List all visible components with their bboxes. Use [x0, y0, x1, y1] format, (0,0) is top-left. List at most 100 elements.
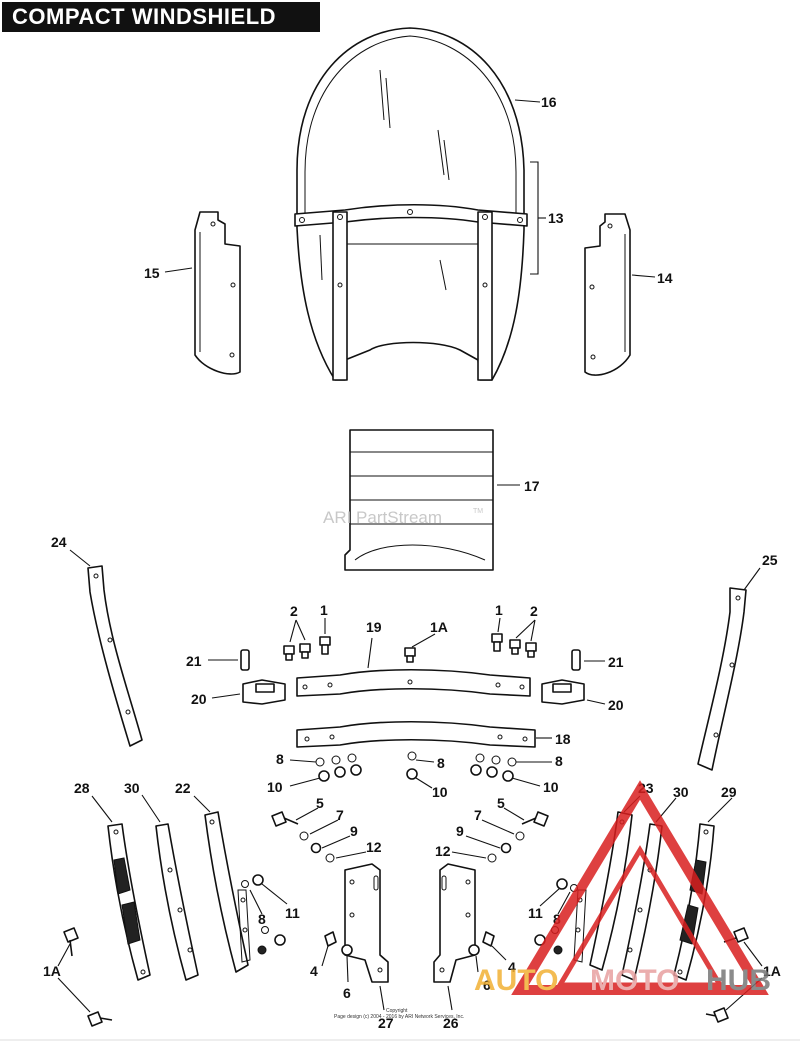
- leader-10-a: [289, 777, 321, 787]
- label-19: 19: [366, 619, 382, 635]
- leader-2-left-a: [289, 619, 297, 643]
- bolt-icon[interactable]: [283, 633, 537, 663]
- clamp-bar-part-18[interactable]: [296, 720, 536, 748]
- leader-2-left-b: [295, 619, 306, 641]
- leader-16: [514, 99, 541, 103]
- leader-4-left: [321, 945, 329, 967]
- leader-15: [164, 267, 193, 273]
- leader-8-left2: [249, 889, 263, 915]
- nut-icon[interactable]: [241, 874, 286, 955]
- diagram-title: COMPACT WINDSHIELD: [2, 2, 320, 32]
- side-deflector-part-14[interactable]: [584, 213, 631, 376]
- clamp-part-20-left[interactable]: [242, 679, 286, 705]
- label-2-right: 2: [530, 603, 538, 619]
- copyright-line-1: Copyright: [386, 1008, 408, 1014]
- leader-29: [707, 797, 733, 823]
- label-20-right: 20: [608, 697, 624, 713]
- leader-11-right: [539, 887, 561, 907]
- label-14: 14: [657, 270, 673, 286]
- windshield-part-16[interactable]: [296, 27, 525, 230]
- label-21-left: 21: [186, 653, 202, 669]
- pin-part-21-right[interactable]: [571, 649, 581, 671]
- strut-part-24[interactable]: [87, 565, 143, 747]
- leader-4-right: [491, 945, 507, 961]
- leader-8-b: [415, 759, 435, 763]
- leader-8-right2: [557, 891, 571, 915]
- label-8-b: 8: [437, 755, 445, 771]
- leader-9-left: [321, 835, 351, 849]
- logo-text-hub: HUB: [706, 964, 771, 997]
- leader-10-c: [511, 777, 541, 787]
- leader-25: [743, 567, 761, 591]
- nut-icon[interactable]: [324, 931, 495, 956]
- bolt-icon[interactable]: [271, 811, 549, 863]
- label-16: 16: [541, 94, 557, 110]
- leader-7-right: [481, 819, 515, 835]
- label-21-right: 21: [608, 654, 624, 670]
- leader-1A-left-b: [57, 977, 91, 1013]
- leader-6-left: [346, 955, 349, 983]
- trim-part-28[interactable]: [107, 823, 151, 981]
- label-30-right: 30: [673, 784, 689, 800]
- label-20-left: 20: [191, 691, 207, 707]
- leader-8-a: [289, 759, 317, 763]
- label-7-right: 7: [474, 807, 482, 823]
- label-8-left2: 8: [258, 911, 266, 927]
- logo-text-auto: AUTO: [474, 964, 558, 997]
- mount-bracket-part-26[interactable]: [433, 863, 476, 983]
- leader-1A-right-a: [743, 941, 763, 967]
- automotohub-logo: AUTO MOTO HUB: [474, 780, 771, 997]
- label-2-left: 2: [290, 603, 298, 619]
- label-17: 17: [524, 478, 540, 494]
- leader-11-left: [261, 883, 288, 905]
- label-1-right: 1: [495, 602, 503, 618]
- label-29: 29: [721, 784, 737, 800]
- label-30-left: 30: [124, 780, 140, 796]
- label-5-left: 5: [316, 795, 324, 811]
- label-11-left: 11: [285, 905, 300, 921]
- label-9-right: 9: [456, 823, 464, 839]
- leader-5-left: [295, 807, 319, 821]
- logo-text-moto: MOTO: [590, 964, 679, 997]
- label-6-left: 6: [343, 985, 351, 1001]
- trim-part-30-left[interactable]: [155, 823, 199, 981]
- clamp-bar-part-19[interactable]: [296, 668, 531, 697]
- label-10-b: 10: [432, 784, 448, 800]
- leader-20-left: [211, 693, 241, 699]
- label-1-left: 1: [320, 602, 328, 618]
- leader-12-right: [451, 851, 487, 859]
- side-deflector-part-15[interactable]: [194, 211, 241, 375]
- bracket-part-22[interactable]: [204, 811, 251, 973]
- label-1A-right: 1A: [763, 963, 781, 979]
- leader-19: [367, 637, 373, 669]
- leader-1A-top: [411, 633, 436, 648]
- leader-5-right: [503, 807, 525, 821]
- washer-icon[interactable]: [315, 751, 517, 782]
- mount-bracket-part-27[interactable]: [344, 863, 389, 983]
- leader-7-left: [309, 819, 339, 835]
- leader-27: [379, 985, 385, 1011]
- bolt-icon[interactable]: [63, 927, 113, 1027]
- label-15: 15: [144, 265, 160, 281]
- strut-part-25[interactable]: [697, 587, 747, 771]
- label-6-right: 6: [483, 977, 491, 993]
- label-26: 26: [443, 1015, 459, 1031]
- lower-panel-part-17[interactable]: [344, 429, 494, 571]
- bracket-13-brace: [530, 161, 539, 275]
- leader-1-right: [497, 617, 501, 633]
- windshield-assembly-part-13[interactable]: [294, 203, 528, 381]
- label-4-left: 4: [310, 963, 318, 979]
- leader-2-right-a: [515, 619, 536, 639]
- watermark-tm: TM: [473, 508, 483, 515]
- leader-26: [447, 985, 453, 1011]
- clamp-part-20-right[interactable]: [541, 679, 585, 705]
- label-4-right: 4: [508, 959, 516, 975]
- label-25: 25: [762, 552, 778, 568]
- label-18: 18: [555, 731, 571, 747]
- label-12-left: 12: [366, 839, 382, 855]
- label-1A-top: 1A: [430, 619, 448, 635]
- pin-part-21-left[interactable]: [240, 649, 250, 671]
- label-13: 13: [548, 210, 564, 226]
- leader-14: [631, 274, 656, 278]
